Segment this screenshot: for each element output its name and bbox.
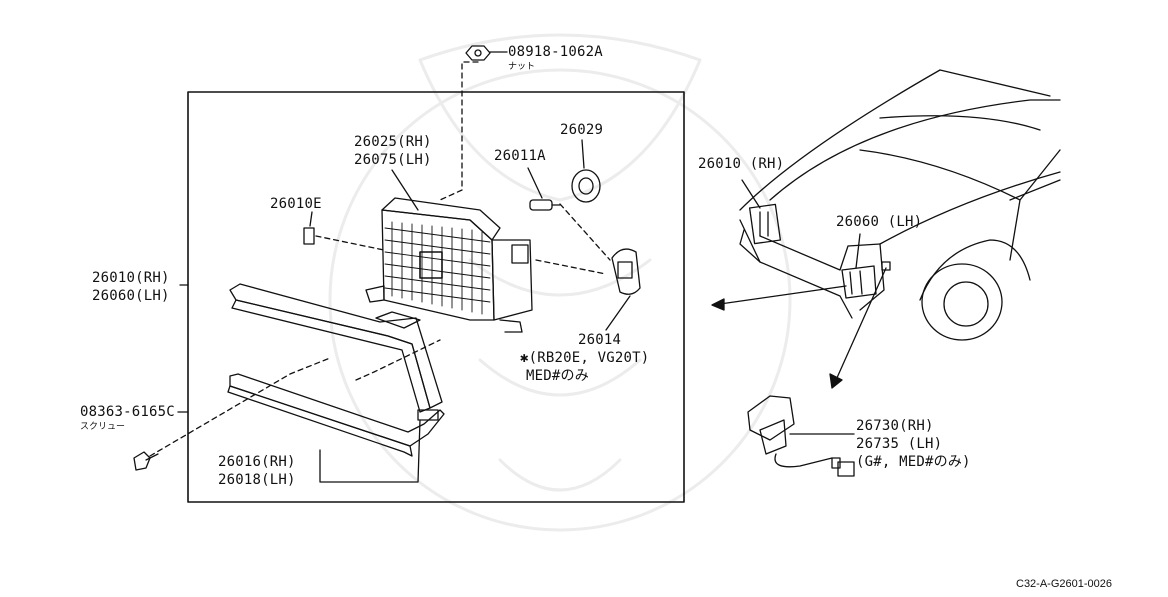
clip-leader-line: [315, 235, 385, 251]
socket-leader-line: [559, 203, 611, 261]
connector-note-engines: ✱(RB20E, VG20T): [520, 350, 650, 366]
socket-part-number[interactable]: 26029: [560, 122, 604, 138]
lamp-housing: [365, 197, 533, 333]
nut-part: [465, 45, 491, 61]
bezel-part-number-lh[interactable]: 26018(LH): [218, 472, 296, 488]
bezel-leader-line: [355, 339, 441, 381]
screw-part: [133, 451, 159, 471]
side-lamp-number-lh[interactable]: 26735 (LH): [856, 436, 943, 452]
bezel-part-number-rh[interactable]: 26016(RH): [218, 454, 296, 470]
connector-note-grade: MED#のみ: [526, 368, 589, 384]
assembly-frame: [187, 91, 685, 503]
headlamp-assy-number-lh[interactable]: 26060(LH): [92, 288, 170, 304]
side-lamp-note: (G#, MED#のみ): [856, 454, 971, 470]
side-lamp-part: [747, 395, 855, 477]
car-headlamp-rh: [748, 203, 782, 245]
connector-leader-line: [535, 259, 607, 275]
car-side-marker: [881, 261, 891, 271]
clip-part-number[interactable]: 26010E: [270, 196, 322, 212]
assembly-arrow: [711, 285, 847, 311]
connector-part: [611, 248, 641, 295]
nut-part-name: ナット: [508, 62, 536, 72]
car-front-view: [739, 69, 1061, 341]
car-headlamp-number-rh[interactable]: 26010 (RH): [698, 156, 785, 172]
socket-part: [571, 169, 601, 203]
screw-leader-line: [149, 357, 331, 457]
watermark-emblem: [328, 33, 792, 532]
bulb-part: [529, 199, 561, 211]
side-lamp-number-rh[interactable]: 26730(RH): [856, 418, 934, 434]
clip-part: [303, 227, 315, 245]
diagram-code: C32-A-G2601-0026: [1016, 578, 1113, 590]
side-lamp-arrow: [829, 267, 887, 389]
nut-leader-line: [439, 61, 479, 201]
screw-part-name: スクリュー: [80, 422, 126, 432]
housing-part-number-rh[interactable]: 26025(RH): [354, 134, 432, 150]
car-headlamp-lh: [841, 265, 877, 299]
nut-part-number[interactable]: 08918-1062A: [508, 44, 603, 60]
bulb-part-number[interactable]: 26011A: [494, 148, 546, 164]
headlamp-assy-number-rh[interactable]: 26010(RH): [92, 270, 170, 286]
screw-part-number[interactable]: 08363-6165C: [80, 404, 175, 420]
connector-part-number[interactable]: 26014: [578, 332, 622, 348]
car-headlamp-number-lh[interactable]: 26060 (LH): [836, 214, 923, 230]
bezel-lower: [227, 311, 445, 457]
housing-part-number-lh[interactable]: 26075(LH): [354, 152, 432, 168]
